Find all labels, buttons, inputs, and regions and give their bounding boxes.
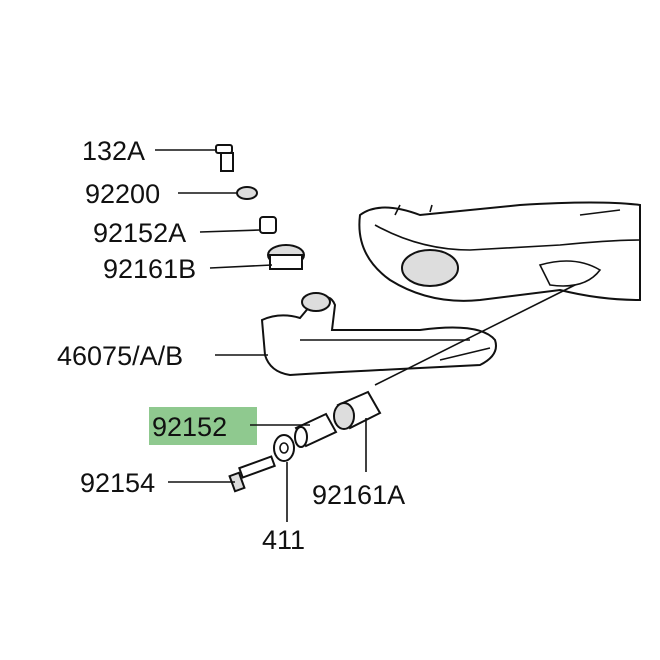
washer-92200-drawing [236,186,258,200]
bolt-132a-drawing [215,144,234,172]
label-411[interactable]: 411 [262,525,305,555]
label-92161b[interactable]: 92161B [103,254,196,284]
highlight-box [149,407,257,445]
label-92152[interactable]: 92152 [152,412,227,442]
bushing-92161b-drawing [267,244,305,270]
collar-92152-drawing [294,412,338,448]
bolt-92154-drawing [228,455,276,493]
label-92161a[interactable]: 92161A [312,480,405,510]
label-92200[interactable]: 92200 [85,179,160,209]
footpeg-bracket-drawing [260,292,497,377]
label-92154[interactable]: 92154 [80,468,155,498]
label-46075[interactable]: 46075/A/B [57,341,183,371]
washer-411-drawing [273,434,295,462]
bushing-92161a-drawing [333,390,382,430]
leader-lines [155,149,367,522]
axis-line [374,284,576,386]
label-132a[interactable]: 132A [82,136,145,166]
label-92152a[interactable]: 92152A [93,218,186,248]
collar-92152a-drawing [259,216,277,234]
frame-part-drawing [358,201,641,302]
